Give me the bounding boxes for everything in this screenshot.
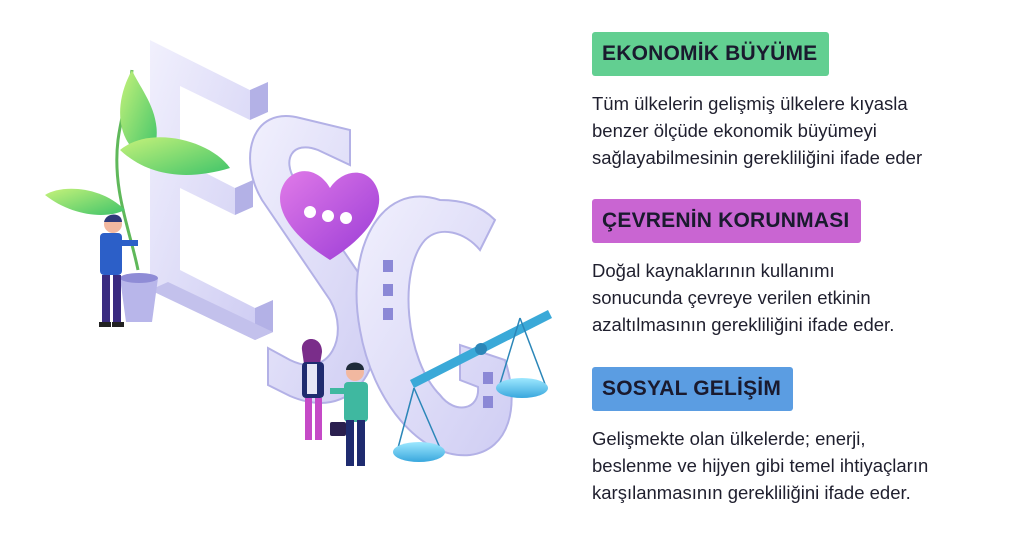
section-description: Doğal kaynaklarının kullanımı sonucunda … xyxy=(592,257,1012,338)
person-man xyxy=(330,362,368,466)
person-gardener xyxy=(99,214,138,327)
section-description: Gelişmekte olan ülkelerde; enerji, besle… xyxy=(592,425,1012,506)
description-line: azaltılmasının gerekliliğini ifade eder. xyxy=(592,314,895,335)
section-environmental-protection: ÇEVRENİN KORUNMASI Doğal kaynaklarının k… xyxy=(592,199,1012,338)
esg-illustration xyxy=(45,32,552,466)
description-line: Gelişmekte olan ülkelerde; enerji, xyxy=(592,428,866,449)
section-economic-growth: EKONOMİK BÜYÜME Tüm ülkelerin gelişmiş ü… xyxy=(592,32,1012,171)
description-line: karşılanmasının gerekliliğini ifade eder… xyxy=(592,482,911,503)
section-description: Tüm ülkelerin gelişmiş ülkelere kıyasla … xyxy=(592,90,1012,171)
plant-icon xyxy=(45,69,230,322)
person-woman xyxy=(301,339,324,440)
description-line: sağlayabilmesinin gerekliliğini ifade ed… xyxy=(592,147,923,168)
description-line: Tüm ülkelerin gelişmiş ülkelere kıyasla xyxy=(592,93,908,114)
section-social-development: SOSYAL GELİŞİM Gelişmekte olan ülkelerde… xyxy=(592,367,1012,506)
letter-g-shape xyxy=(355,195,513,457)
letter-e-shape xyxy=(150,32,273,340)
heart-icon xyxy=(280,171,380,260)
section-title-badge: SOSYAL GELİŞİM xyxy=(592,367,794,411)
scale-icon xyxy=(393,310,552,462)
description-line: sonucunda çevreye verilen etkinin xyxy=(592,287,871,308)
description-line: benzer ölçüde ekonomik büyümeyi xyxy=(592,120,877,141)
section-title-badge: EKONOMİK BÜYÜME xyxy=(592,32,830,76)
description-line: beslenme ve hijyen gibi temel ihtiyaçlar… xyxy=(592,455,929,476)
section-title-badge: ÇEVRENİN KORUNMASI xyxy=(592,199,862,243)
description-line: Doğal kaynaklarının kullanımı xyxy=(592,260,835,281)
